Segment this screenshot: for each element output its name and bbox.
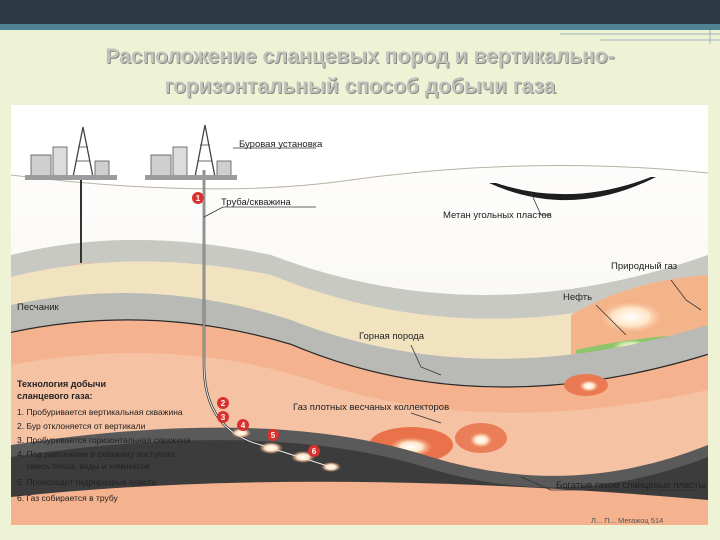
step-marker-3-label: 3 — [221, 413, 226, 422]
label-tight-gas: Газ плотных весчаных коллекторов — [293, 402, 449, 413]
upper-rock-band — [11, 240, 708, 319]
rock-layer — [11, 293, 708, 388]
coal-seam — [489, 177, 656, 201]
label-oil: Нефть — [563, 292, 592, 303]
fracture-glows — [231, 428, 341, 472]
step-marker-6-label: 6 — [312, 447, 317, 456]
sandstone-layer — [11, 261, 708, 359]
label-sandstone: Песчаник — [17, 302, 60, 313]
label-pipe-well: Труба/скважина — [221, 197, 291, 208]
step-marker-5-label: 5 — [271, 431, 276, 440]
step-marker-5: 5 — [267, 429, 279, 441]
tech-title-2: сланцевого газа: — [17, 391, 92, 401]
tech-step-2: 2. Бур отклоняется от вертикали — [17, 421, 146, 431]
surface-line — [11, 164, 708, 190]
tight-gas-pockets — [369, 374, 608, 463]
tech-step-4b: смесь песка, воды и химикатов — [17, 461, 150, 471]
step-marker-1: 1 — [192, 192, 204, 204]
step-marker-2-label: 2 — [221, 399, 226, 408]
label-credit: Л... П... Мегажоц 514 — [591, 516, 663, 525]
tech-step-3: 3. Пробуривается горизонтальная скважина — [17, 435, 191, 445]
step-marker-3: 3 — [217, 411, 229, 423]
leader-lines — [203, 147, 702, 491]
slide-accent-bar — [0, 24, 720, 30]
label-coal-methane: Метан угольных пластов — [443, 210, 552, 221]
tech-step-4: 4. Под давлением в скважину поступает — [17, 449, 176, 459]
label-natural-gas: Природный газ — [611, 261, 677, 272]
drilling-rig-left — [25, 126, 117, 180]
tech-step-6: 6. Газ собирается в трубу — [17, 493, 118, 503]
drilling-rig-main — [145, 124, 237, 180]
oil-glow — [595, 299, 667, 335]
slide-title: Расположение сланцевых пород и вертикаль… — [60, 42, 660, 102]
tech-step-1: 1. Пробуривается вертикальная скважина — [17, 407, 183, 417]
tech-step-5: 5. Происходит гидроразрыв пласта — [17, 477, 156, 487]
step-marker-1-label: 1 — [196, 194, 201, 203]
corner-decoration — [560, 30, 720, 44]
technology-steps: Технология добычи сланцевого газа: 1. Пр… — [17, 379, 191, 503]
title-line-2: горизонтальный способ добычи газа — [164, 75, 556, 98]
shale-gas-diagram: 1 2 3 4 5 6 Буровая установка Труба/сква… — [11, 105, 708, 525]
label-drilling-rig: Буровая установка — [239, 139, 323, 150]
tech-title-1: Технология добычи — [17, 379, 106, 389]
step-marker-4-label: 4 — [241, 421, 246, 430]
label-shale-gas: Богатые газом сланцевые пласты — [556, 480, 705, 491]
step-marker-6: 6 — [308, 445, 320, 457]
title-line-1: Расположение сланцевых пород и вертикаль… — [105, 45, 615, 68]
diagram-svg: 1 2 3 4 5 6 Буровая установка Труба/сква… — [11, 105, 708, 525]
bottom-layer — [11, 481, 708, 525]
slide-top-bar — [0, 0, 720, 24]
step-marker-4: 4 — [237, 419, 249, 431]
label-rock: Горная порода — [359, 331, 425, 342]
step-marker-2: 2 — [217, 397, 229, 409]
